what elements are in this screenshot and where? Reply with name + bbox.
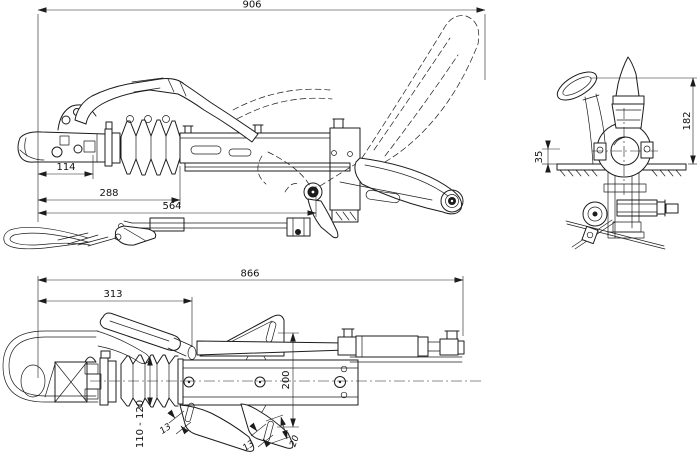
coupling-lock-top	[54, 350, 117, 406]
coupling-head-side	[17, 104, 106, 163]
coupling-housing-front	[592, 56, 658, 196]
dim-label-35: 35	[534, 151, 545, 164]
reverse-lever-arm	[339, 157, 464, 215]
lower-flanges-top	[179, 402, 294, 452]
overrun-housing	[184, 118, 361, 223]
lower-bracket-front	[582, 169, 679, 239]
dim-slot-length-20: 20	[265, 414, 302, 448]
dim-label-313: 313	[103, 289, 122, 300]
handbrake-lever-top	[99, 312, 347, 357]
handbrake-lever-side	[74, 77, 259, 143]
bellows-side	[104, 119, 181, 176]
dim-head-114: 114	[37, 155, 94, 179]
dim-label-110-120: 110 - 120	[135, 400, 146, 448]
brake-rods-front	[565, 219, 666, 250]
handbrake-lever-raised-dashed	[232, 15, 480, 193]
dim-label-866: 866	[240, 269, 259, 280]
dim-label-20: 20	[288, 434, 301, 448]
dim-label-288: 288	[99, 188, 118, 199]
dim-pivot-313: 313	[37, 289, 193, 347]
breakaway-cable	[3, 225, 157, 250]
coupling-handle-loop-top	[2, 330, 150, 403]
dim-height-182: 182	[590, 77, 697, 165]
dim-label-182: 182	[682, 111, 693, 130]
top-view: 866 313 200 110 - 120 13	[2, 269, 483, 454]
dim-label-200: 200	[281, 370, 292, 389]
dim-label-114: 114	[56, 162, 75, 173]
dim-flange-35: 35	[534, 140, 560, 173]
handbrake-lever-front	[556, 71, 606, 165]
dim-label-13-front: 13	[158, 422, 173, 437]
bellows-top	[120, 354, 184, 408]
dim-width-110-120: 110 - 120	[135, 356, 153, 448]
side-view: 906 114 288 564	[3, 0, 486, 250]
dim-tube-564: 564	[37, 186, 317, 217]
brake-linkage-side	[118, 182, 339, 239]
dim-span-200: 200	[277, 332, 299, 428]
dim-label-906: 906	[242, 0, 261, 11]
drawbar-tube-top	[182, 352, 359, 413]
dim-overall-866: 866	[37, 269, 464, 378]
dim-label-564: 564	[162, 201, 181, 212]
dim-bellows-288: 288	[37, 166, 181, 205]
front-view: 182 35	[534, 56, 697, 250]
dim-overall-906: 906	[37, 0, 486, 222]
drawbar-tube-side	[179, 124, 331, 164]
gas-damper-top	[337, 328, 465, 363]
